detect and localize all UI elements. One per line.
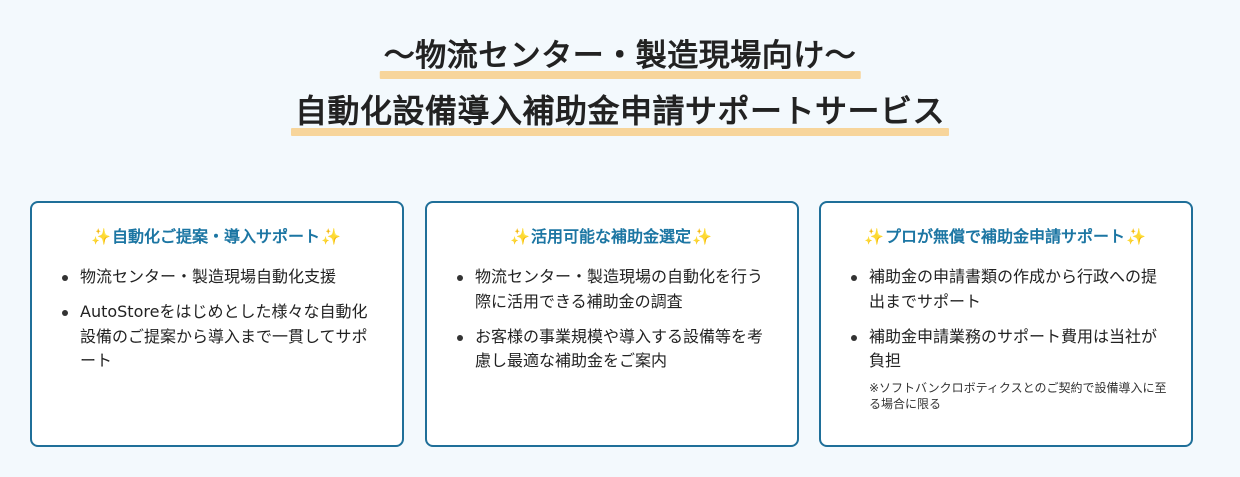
- hero-subtitle: 〜物流センター・製造現場向け〜: [379, 30, 860, 79]
- card-title-text: プロが無償で補助金申請サポート: [884, 227, 1125, 246]
- list-item: 補助金申請業務のサポート費用は当社が負担: [851, 325, 1171, 375]
- feature-card-proposal: ✨自動化ご提案・導入サポート✨ 物流センター・製造現場自動化支援 AutoSto…: [30, 201, 404, 447]
- hero-title-text: 自動化設備導入補助金申請サポートサービス: [290, 86, 950, 136]
- list-item: 物流センター・製造現場の自動化を行う際に活用できる補助金の調査: [457, 265, 777, 315]
- sparkles-icon: ✨: [510, 227, 530, 246]
- hero-title: 自動化設備導入補助金申請サポートサービス: [290, 86, 950, 136]
- card-bullet-list: 物流センター・製造現場自動化支援 AutoStoreをはじめとした様々な自動化設…: [50, 265, 382, 374]
- feature-cards: ✨自動化ご提案・導入サポート✨ 物流センター・製造現場自動化支援 AutoSto…: [30, 201, 1198, 451]
- feature-card-subsidy-selection: ✨活用可能な補助金選定✨ 物流センター・製造現場の自動化を行う際に活用できる補助…: [425, 201, 799, 447]
- card-title-text: 自動化ご提案・導入サポート: [111, 227, 320, 246]
- feature-card-application-support: ✨プロが無償で補助金申請サポート✨ 補助金の申請書類の作成から行政への提出までサ…: [819, 201, 1193, 447]
- sparkles-icon: ✨: [321, 227, 341, 246]
- sparkles-icon: ✨: [91, 227, 111, 246]
- card-footnote: ※ソフトバンクロボティクスとのご契約で設備導入に至る場合に限る: [869, 381, 1167, 412]
- list-item: お客様の事業規模や導入する設備等を考慮し最適な補助金をご案内: [457, 325, 777, 375]
- card-title: ✨活用可能な補助金選定✨: [445, 223, 777, 247]
- list-item: 補助金の申請書類の作成から行政への提出までサポート: [851, 265, 1171, 315]
- sparkles-icon: ✨: [864, 227, 884, 246]
- list-item: 物流センター・製造現場自動化支援: [62, 265, 382, 290]
- card-bullet-list: 補助金の申請書類の作成から行政への提出までサポート 補助金申請業務のサポート費用…: [839, 265, 1171, 374]
- card-title: ✨プロが無償で補助金申請サポート✨: [839, 223, 1171, 247]
- list-item: AutoStoreをはじめとした様々な自動化設備のご提案から導入まで一貫してサポ…: [62, 300, 382, 374]
- sparkles-icon: ✨: [1126, 227, 1146, 246]
- card-title-text: 活用可能な補助金選定: [530, 227, 691, 246]
- card-bullet-list: 物流センター・製造現場の自動化を行う際に活用できる補助金の調査 お客様の事業規模…: [445, 265, 777, 374]
- card-title: ✨自動化ご提案・導入サポート✨: [50, 223, 382, 247]
- sparkles-icon: ✨: [692, 227, 712, 246]
- hero-subtitle-text: 〜物流センター・製造現場向け〜: [379, 30, 860, 79]
